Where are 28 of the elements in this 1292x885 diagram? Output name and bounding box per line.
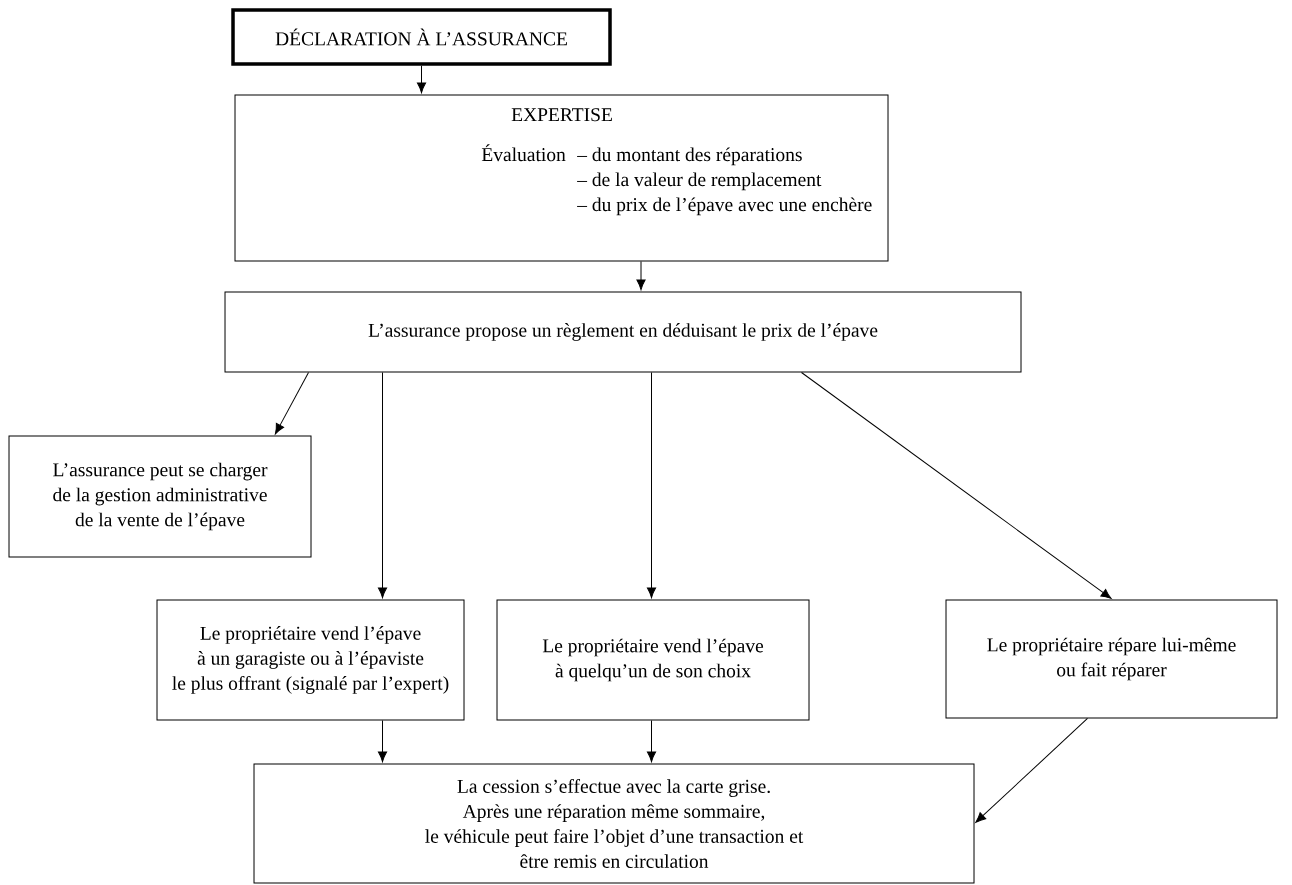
arrow [377, 372, 388, 599]
process-box [8, 435, 312, 558]
box-text: L’assurance peut se charger de la gestion administrative de la vente de l’épave [53, 462, 268, 531]
process-box [253, 763, 975, 884]
arrow [416, 65, 427, 94]
box-text: Le propriétaire répare lui-même ou fait réparer [987, 637, 1236, 681]
arrow [646, 372, 657, 599]
process-box [156, 599, 465, 721]
arrow [274, 372, 309, 435]
box-text: Le propriétaire vend l’épave à quelqu’un de son choix [542, 638, 764, 682]
box-text: Le propriétaire vend l’épave à un garagiste ou à l’épaviste le plus offrant (signalé par l’expert) [172, 626, 449, 694]
process-box [945, 599, 1278, 719]
box-text: La cession s’effectue avec la carte grise. Après une réparation même sommaire, le véhicule peut faire l’objet d’une transaction et être remis en circulation [425, 779, 804, 868]
process-box [496, 599, 810, 721]
box-text: L’assurance propose un règlement en déduisant le prix de l’épave [368, 323, 878, 341]
box-text: Évaluation [481, 144, 566, 162]
box-text: DÉCLARATION À L’ASSURANCE [275, 28, 567, 46]
process-box [224, 291, 1022, 373]
arrow [646, 720, 657, 763]
arrow [377, 720, 388, 763]
arrow [801, 372, 1112, 599]
arrow [636, 261, 646, 291]
title-box [231, 8, 612, 66]
box-text: EXPERTISE [511, 108, 612, 122]
box-text: – du montant des réparations [577, 147, 802, 166]
arrow [975, 718, 1088, 823]
box-text: – du prix de l’épave avec une enchère [577, 197, 872, 216]
box-text: – de la valeur de remplacement [577, 172, 822, 191]
